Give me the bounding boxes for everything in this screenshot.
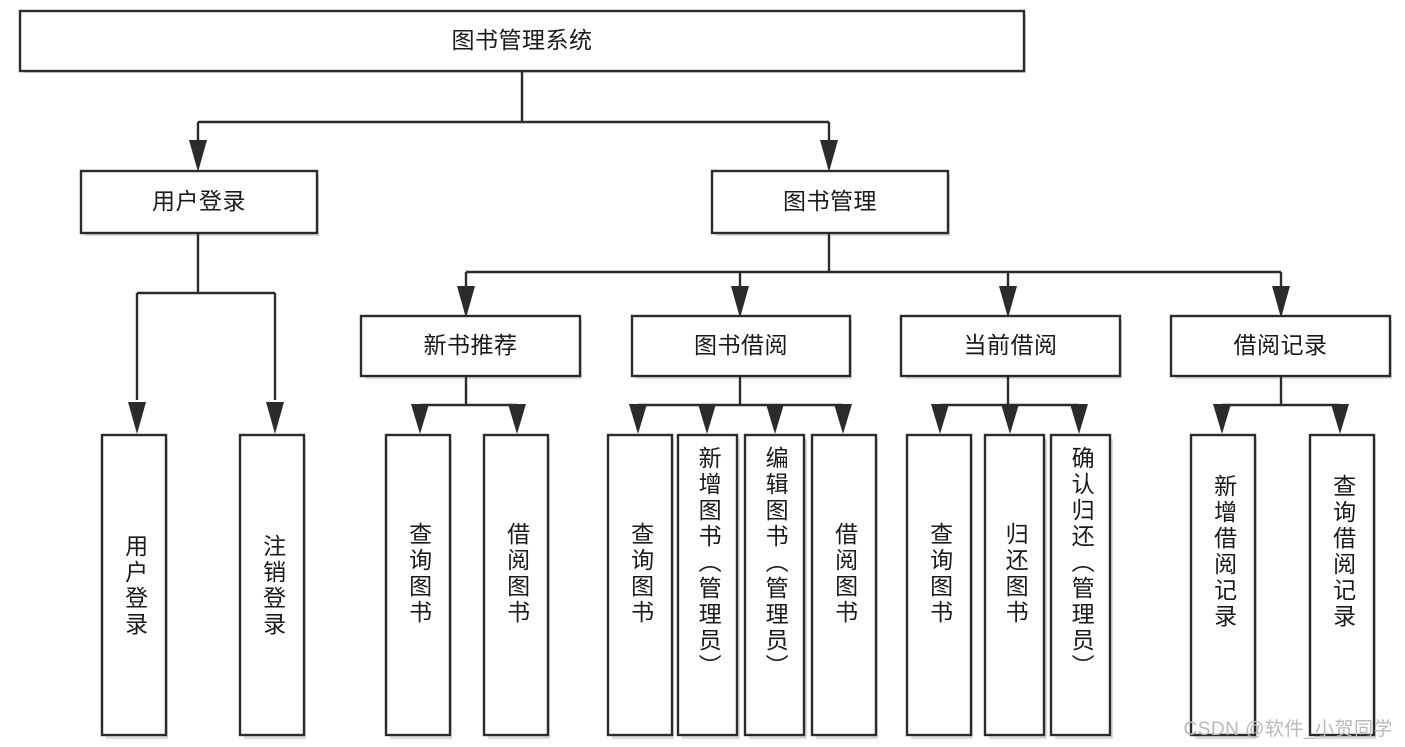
leaf-current-borrow-2[interactable] <box>1049 433 1112 737</box>
connectors <box>128 71 1349 434</box>
arrowhead-current-borrow <box>999 286 1017 318</box>
arrowhead-leaf <box>411 404 429 434</box>
arrowhead-leaf <box>508 404 526 434</box>
node-user-login[interactable] <box>79 169 319 235</box>
node-root[interactable] <box>18 9 1026 73</box>
arrowhead-leaf <box>766 404 784 434</box>
node-book-manage[interactable] <box>710 169 950 235</box>
leaf-book-borrow-2[interactable] <box>743 433 806 737</box>
arrowhead-leaf <box>128 402 146 434</box>
arrowhead-borrow-record <box>1272 286 1290 318</box>
arrowhead-leaf <box>629 404 647 434</box>
node-book-borrow[interactable] <box>630 314 852 378</box>
leaf-borrow-record-0[interactable] <box>1189 433 1257 737</box>
node-boxes <box>18 9 1392 737</box>
leaf-book-borrow-3[interactable] <box>810 433 878 737</box>
arrowhead-leaf <box>1001 404 1019 434</box>
leaf-new-book-1[interactable] <box>482 433 550 737</box>
arrowhead-leaf <box>266 402 284 434</box>
watermark-text: CSDN @软件_小贺同学 <box>1183 719 1393 740</box>
arrowhead-leaf <box>1070 404 1088 434</box>
leaf-current-borrow-1[interactable] <box>983 433 1046 737</box>
leaf-book-borrow-0[interactable] <box>606 433 674 737</box>
arrowhead-leaf <box>1213 404 1231 434</box>
arrowhead-leaf <box>834 404 852 434</box>
arrowhead-book-manage <box>820 140 838 172</box>
arrowhead-leaf <box>1331 404 1349 434</box>
leaf-user-login-1[interactable] <box>238 433 306 737</box>
arrowhead-book-borrow <box>731 286 749 318</box>
leaf-current-borrow-0[interactable] <box>905 433 973 737</box>
arrowhead-new-book <box>457 286 475 318</box>
node-new-book-recommend[interactable] <box>359 314 582 378</box>
leaf-new-book-0[interactable] <box>384 433 452 737</box>
leaf-user-login-0[interactable] <box>100 433 168 737</box>
arrowhead-leaf <box>698 404 716 434</box>
arrowhead-leaf <box>931 404 949 434</box>
node-current-borrow[interactable] <box>899 314 1122 378</box>
leaf-borrow-record-1[interactable] <box>1308 433 1376 737</box>
leaf-book-borrow-1[interactable] <box>676 433 739 737</box>
node-borrow-record[interactable] <box>1169 314 1392 378</box>
arrowhead-user-login <box>189 140 207 172</box>
